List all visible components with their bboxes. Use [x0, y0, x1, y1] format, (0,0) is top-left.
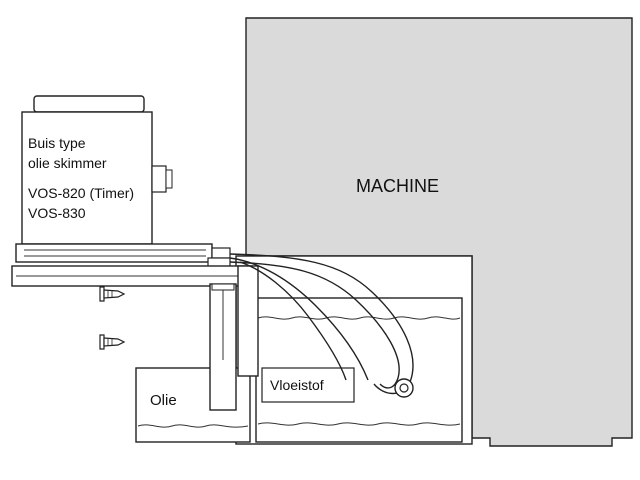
skimmer-base: [15, 243, 213, 263]
mounting-screw-icon: [99, 334, 126, 350]
skimmer-label-line4: VOS-830: [28, 205, 86, 221]
oil-label: Olie: [150, 392, 177, 409]
liquid-label: Vloeistof: [270, 377, 324, 393]
skimmer-lid: [33, 95, 145, 113]
machine-label: MACHINE: [356, 176, 439, 196]
skimmer-body: [21, 111, 153, 245]
skimmer-label-line2: olie skimmer: [28, 155, 107, 171]
liquid-label-box: [261, 367, 355, 403]
mounting-screw-icon: [99, 286, 126, 302]
liquid-surface: [257, 316, 461, 320]
liquid-tank: Vloeistof: [255, 297, 463, 443]
skimmer-label-line1: Buis type: [28, 135, 86, 151]
skimmer-knob: [151, 165, 167, 193]
skimmer-tube: [229, 253, 414, 398]
skimmer-unit: Buis type olie skimmer VOS-820 (Timer) V…: [11, 95, 259, 411]
skimmer-label-line3: VOS-820 (Timer): [28, 185, 134, 201]
